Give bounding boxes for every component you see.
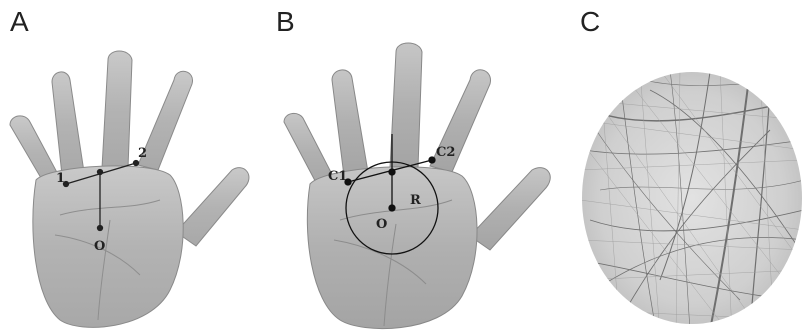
label-a-right: 2 xyxy=(138,146,147,161)
label-a-center: O xyxy=(94,239,105,254)
label-a-left: 1 xyxy=(56,171,65,186)
panel-b: B xyxy=(270,0,560,334)
label-b-right: C2 xyxy=(436,145,455,160)
palm-image-a: 1 2 O xyxy=(0,0,270,334)
panel-c: C xyxy=(560,0,804,334)
label-b-radius: R xyxy=(410,193,421,208)
hand-silhouette-b xyxy=(284,43,550,329)
palm-texture-roi xyxy=(560,0,804,334)
palm-image-b: C1 C2 O R xyxy=(270,0,560,334)
label-b-center: O xyxy=(376,217,387,232)
label-b-left: C1 xyxy=(328,169,347,184)
hand-silhouette-a xyxy=(10,51,249,327)
panel-a: A xyxy=(0,0,270,334)
